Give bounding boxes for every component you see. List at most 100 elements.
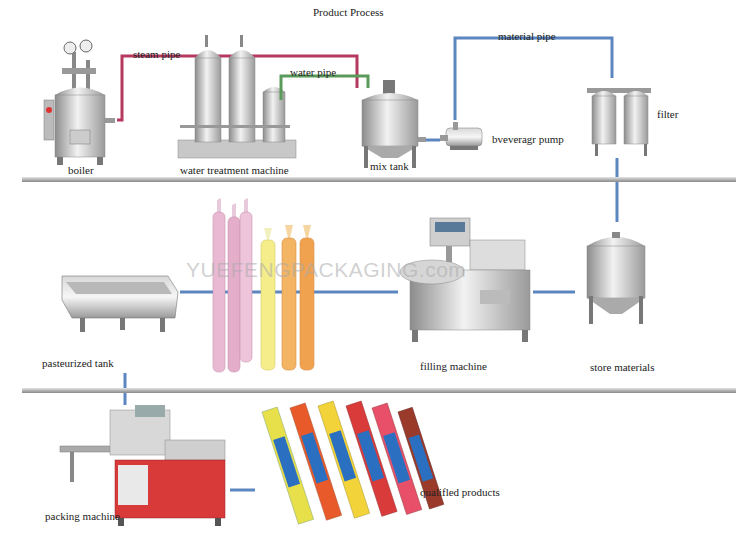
machine-label: bveveragr pump: [492, 133, 564, 146]
pump-illustration-part: [453, 122, 458, 130]
machine-node: qualifled products: [255, 405, 510, 535]
product-packets-part-part: [409, 435, 434, 482]
product-packets: [262, 401, 444, 524]
boiler-illustration-part: [70, 130, 90, 144]
filter-illustration-part: [592, 96, 616, 144]
ice-pop-tubes-part: [213, 212, 225, 372]
pasteurizer-illustration-part: [62, 276, 178, 318]
packing-machine-illustration-part: [165, 440, 225, 460]
machine-node: boiler: [35, 38, 117, 178]
boiler-illustration-part: [80, 40, 92, 52]
machine-label: water treatment machine: [180, 164, 289, 177]
storage-tank-illustration-part: [587, 237, 645, 246]
mix-tank-illustration-part: [412, 146, 416, 168]
pipe-connector: [455, 38, 612, 120]
packing-machine-illustration: [60, 405, 225, 526]
watermark: YUEFENGPACKAGING.com: [186, 258, 466, 282]
machine-node: packing machine: [40, 405, 230, 530]
divider-bar-part: [22, 177, 736, 182]
packing-machine-illustration-part: [135, 405, 165, 417]
divider-bar-part: [22, 388, 736, 393]
water-treatment-illustration-part: [195, 58, 221, 142]
divider-bar: [22, 177, 736, 393]
storage-tank-illustration: [587, 232, 645, 324]
packing-machine-illustration-part: [70, 452, 74, 482]
water-treatment-illustration-part: [180, 125, 290, 128]
filling-machine-illustration-part: [522, 330, 528, 342]
machine-label: packing machine: [45, 510, 120, 523]
product-packets-part-part: [357, 430, 384, 481]
pipe-label: steam pipe: [133, 48, 180, 61]
water-treatment-illustration: [178, 35, 300, 158]
boiler-illustration-part: [97, 157, 103, 165]
filling-machine-illustration-part: [480, 290, 510, 304]
mix-tank-illustration-part: [364, 146, 368, 168]
filling-machine-illustration-part: [430, 218, 470, 246]
pump-illustration-part: [440, 135, 448, 141]
machine-label: filling machine: [420, 360, 487, 373]
storage-tank-illustration-part: [587, 298, 645, 314]
filter-illustration-part: [595, 144, 598, 156]
water-treatment-illustration-part: [178, 140, 296, 158]
product-packets-part-part: [273, 436, 300, 487]
ice-pop-tubes-part: [228, 217, 240, 372]
filling-machine-illustration-part: [435, 222, 465, 232]
filter-illustration-part: [592, 91, 616, 96]
packing-machine-illustration-part: [115, 460, 225, 518]
ice-pop-tubes: [213, 198, 314, 372]
pipe-connector: [425, 139, 440, 142]
ice-pop-tubes-part: [264, 228, 272, 240]
mix-tank-illustration-part: [362, 146, 418, 158]
boiler-illustration-part: [46, 107, 52, 113]
pipe-label: material pipe: [498, 30, 556, 43]
pasteurizer-illustration-part: [120, 318, 125, 330]
machine-node: filter: [582, 78, 688, 158]
product-packets-part-part: [383, 432, 410, 483]
machine-label: qualifled products: [420, 486, 500, 499]
water-treatment-illustration-part: [229, 58, 255, 142]
boiler-illustration-part: [105, 118, 115, 123]
water-treatment-illustration-part: [281, 76, 300, 100]
machine-node: store materials: [575, 222, 668, 374]
storage-tank-illustration-part: [639, 296, 643, 324]
machine-label: mix tank: [370, 160, 409, 173]
product-packets-part-part: [329, 430, 356, 481]
diagram-title: Product Process: [313, 6, 384, 19]
filling-machine-illustration-part: [470, 240, 525, 270]
filter-illustration-part: [624, 91, 648, 96]
filter-illustration: [587, 88, 651, 156]
machine-label: store materials: [590, 361, 654, 374]
water-treatment-illustration-part: [195, 50, 221, 58]
machine-label: pasteurized tank: [42, 357, 114, 370]
boiler-illustration: [44, 40, 115, 165]
product-packets-part-part: [301, 432, 328, 483]
boiler-illustration-part: [57, 157, 63, 165]
storage-tank-illustration-part: [587, 246, 645, 298]
pasteurizer-illustration: [62, 276, 178, 332]
mix-tank-illustration-part: [362, 100, 418, 146]
filter-illustration-part: [624, 96, 648, 144]
storage-tank-illustration-part: [612, 232, 620, 238]
pasteurizer-illustration-part: [160, 318, 165, 332]
water-treatment-illustration-part: [205, 35, 208, 47]
storage-tank-illustration-part: [589, 296, 593, 324]
water-treatment-illustration-part: [229, 50, 255, 58]
machine-node: filling machine: [398, 212, 533, 374]
packing-machine-illustration-part: [118, 465, 148, 505]
ice-pop-tubes-part: [240, 212, 252, 362]
machine-label: boiler: [68, 164, 94, 177]
boiler-illustration-part: [55, 88, 105, 96]
machine-node: pasteurized tank: [35, 268, 180, 373]
pump-illustration: [440, 122, 482, 150]
mix-tank-illustration-part: [383, 80, 395, 94]
filter-illustration-part: [644, 144, 647, 156]
ice-pop-tubes-part: [303, 225, 311, 238]
boiler-illustration-part: [64, 42, 76, 54]
pasteurizer-illustration-part: [66, 282, 172, 294]
ice-pop-tubes-part: [285, 225, 293, 238]
pipe-connector: [533, 291, 575, 294]
pump-illustration-part: [446, 128, 482, 146]
boiler-illustration-part: [44, 100, 54, 140]
boiler-illustration-part: [62, 68, 96, 74]
packing-machine-illustration-part: [215, 518, 221, 526]
